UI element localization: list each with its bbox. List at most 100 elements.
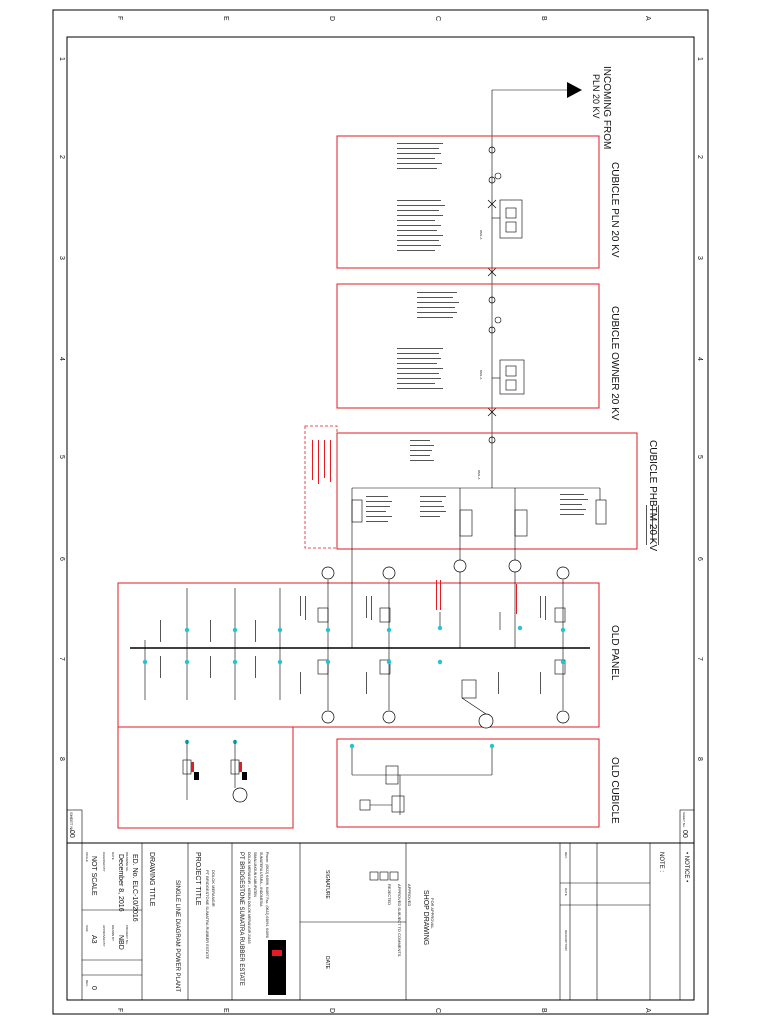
grid-row-label: C	[434, 16, 441, 21]
shop-drawing-label: SHOP DRAWING	[422, 890, 429, 945]
grid-row-label: F	[116, 16, 123, 20]
cubicle-owner-equipment	[492, 316, 525, 395]
grid-col-label: 7	[58, 657, 65, 661]
section-title-cubicle-owner: CUBICLE OWNER 20 KV	[609, 306, 620, 421]
checkbox-approved-with-comments	[379, 871, 389, 881]
approved-by-label: APPROVED BY	[102, 925, 106, 947]
grid-col-label: 3	[696, 256, 703, 260]
section-cubicle-pln-box	[336, 135, 600, 269]
company-address-1: DOLOK MERANGIR – KEBUN DOLOK MERANGIR 21…	[247, 852, 251, 944]
device-tag-dm1a-phbtm: DM1-A	[477, 470, 481, 479]
sheet-no-label-right: SHEET No.	[682, 812, 686, 828]
grid-row-label: A	[644, 16, 651, 21]
cubicle-phbtm-notes	[366, 440, 588, 522]
scale-value: NOT SCALE	[90, 856, 97, 896]
drawing-no-label: DRAWING No.	[125, 852, 129, 872]
cubicle-owner-notes	[397, 292, 459, 389]
grid-row-label: D	[328, 16, 335, 21]
incoming-voltage-label: PLN 20 KV	[591, 74, 601, 119]
phbtm-top-annotation	[646, 505, 659, 545]
incoming-label: INCOMING FROM	[601, 66, 612, 149]
section-title-cubicle-phbtm: CUBICLE PHBTM 20 KV	[647, 440, 658, 551]
grid-row-label: A	[644, 1008, 651, 1013]
section-cubicle-phbtm-box	[336, 432, 638, 550]
company-name: PT BRIDGESTONE SUMATRA RUBBER ESTATE	[238, 852, 244, 986]
section-old-cubicle-box	[336, 738, 600, 828]
grid-col-label: 4	[58, 357, 65, 361]
rev-header: REV.	[564, 852, 568, 859]
section-old-panel-notch	[117, 727, 294, 829]
section-title-cubicle-pln: CUBICLE PLN 20 KV	[609, 162, 620, 258]
device-tag-dm1a-owner: DM1-A	[479, 370, 483, 379]
cubicle-phbtm-equipment	[351, 487, 607, 560]
date-header: DATE	[564, 888, 568, 896]
project-no-label: PROJECT No.	[125, 925, 129, 945]
phbtm-dashed-annotations	[312, 440, 331, 484]
description-header: DESCRIPTION	[564, 930, 568, 951]
grid-row-label: B	[540, 1008, 547, 1013]
cubicle-pln-notes	[397, 143, 445, 251]
checkbox-approved	[389, 871, 399, 881]
grid-row-label: B	[540, 16, 547, 21]
grid-row-label: D	[328, 1008, 335, 1013]
note-label: NOTE :	[658, 852, 664, 872]
transformers-generators	[232, 559, 570, 803]
main-feeder	[487, 82, 582, 488]
project-title-line1: PT BRIDGESTONE SUMATRA RUBBER ESTATE	[205, 870, 210, 960]
date-value: December 8, 2016	[117, 854, 124, 912]
grid-col-label: 1	[696, 57, 703, 61]
size-value: A3	[90, 935, 97, 944]
rev-value: 0	[90, 986, 97, 990]
drawing-no-value: ED. No. ELC-10/2016	[131, 854, 138, 922]
title-block	[66, 842, 695, 1001]
grid-col-label: 3	[58, 256, 65, 260]
option-approved: APPROVED	[407, 884, 412, 906]
company-address-2: SIMALUNGUN KABUPATEN	[253, 852, 257, 897]
size-label: SIZE	[85, 925, 89, 932]
grid-col-label: 8	[58, 757, 65, 761]
grid-col-label: 7	[696, 657, 703, 661]
sheet-inner-frame	[66, 36, 695, 1001]
project-title-label: PROJECT TITLE	[194, 852, 201, 906]
grid-row-label: F	[116, 1008, 123, 1012]
option-rejected: REJECTED	[387, 884, 392, 905]
old-panel-lower-red-marks	[191, 762, 242, 772]
drawing-title-value: SINGLE LINE DIAGRAM POWER PLANT	[174, 880, 180, 992]
option-approved-with-comments: APPROVED SUBJECT TO COMMENTS	[397, 884, 402, 957]
sheet-no-label: SHEET No.	[69, 812, 74, 833]
company-logo	[268, 940, 286, 995]
section-phbtm-dashed-extension	[304, 425, 338, 549]
grid-col-label: 5	[696, 455, 703, 459]
section-title-old-panel: OLD PANEL	[609, 625, 620, 681]
project-title-line2: DOLOK MERANGIR	[211, 870, 216, 907]
notice-label: • NOTICE •	[683, 852, 689, 882]
grid-col-label: 6	[696, 557, 703, 561]
for-approval-label: FOR APPROVAL	[430, 898, 435, 929]
rev-label: REV.	[85, 980, 89, 987]
cubicle-pln-equipment	[492, 172, 523, 239]
old-panel-notes	[160, 596, 546, 694]
signature-date-label: DATE	[324, 956, 330, 970]
section-cubicle-owner-box	[336, 283, 600, 409]
old-cubicle-equipment	[351, 748, 493, 815]
sheet-outer-frame	[52, 9, 709, 1015]
checked-by-label: CHECKED BY	[102, 852, 106, 872]
grid-row-label: E	[222, 1008, 229, 1013]
grid-col-label: 8	[696, 757, 703, 761]
section-old-panel-box	[117, 582, 600, 728]
grid-col-label: 5	[58, 455, 65, 459]
section-title-old-cubicle: OLD CUBICLE	[609, 757, 620, 824]
incoming-supply-arrow-icon	[567, 82, 582, 98]
grid-col-label: 2	[696, 155, 703, 159]
old-panel-lower-black-blocks	[194, 772, 247, 780]
instrument-markers	[142, 625, 566, 749]
grid-col-label: 6	[58, 557, 65, 561]
old-panel-red-leaders	[436, 580, 517, 614]
signature-label: SIGNATURE	[324, 870, 330, 899]
device-tag-dm1a-pln: DM1-A	[479, 230, 483, 239]
company-address-4: Phone: (0622) 64096, 64097 Fax. (0622) 6…	[265, 852, 269, 938]
sheet-no-value: 00	[68, 830, 75, 838]
grid-row-label: C	[434, 1008, 441, 1013]
